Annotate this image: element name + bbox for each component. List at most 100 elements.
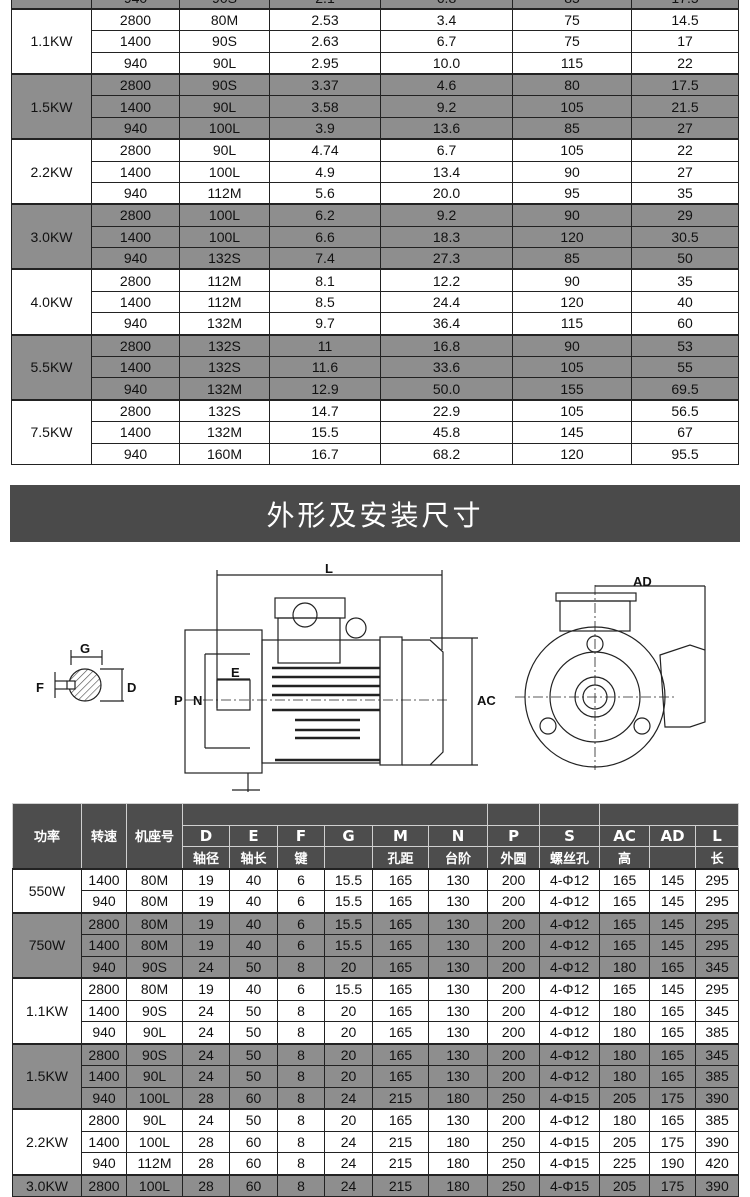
table-cell: 1400 (81, 1130, 127, 1153)
table-cell: 215 (372, 1173, 429, 1197)
table-cell: 6 (277, 890, 325, 913)
table-cell: 165 (372, 1042, 429, 1066)
label-E: E (231, 665, 240, 680)
table-cell: 69.5 (631, 377, 739, 401)
table-cell: 165 (599, 911, 651, 935)
header-dim-name: 台阶 (427, 846, 489, 869)
table-cell: 175 (649, 1173, 697, 1197)
table-cell: 130 (427, 977, 489, 1001)
table-cell: 19 (182, 890, 230, 913)
table-cell: 130 (427, 999, 489, 1022)
table-cell: 2.63 (269, 30, 381, 53)
table-cell: 19 (182, 977, 230, 1001)
power-cell: 0.75KW (11, 0, 92, 10)
table-cell: 80M (126, 911, 183, 935)
table-cell: 130 (427, 1108, 489, 1132)
table-cell: 2800 (81, 911, 127, 935)
table-cell: 17.5 (631, 72, 739, 97)
table-cell: 1400 (91, 290, 180, 314)
motor-side-view (184, 570, 478, 792)
table-cell: 22 (631, 138, 739, 162)
power-cell: 1.1KW (11, 7, 92, 75)
table-cell: 4-Φ12 (539, 1108, 601, 1132)
table-cell: 2800 (81, 1108, 127, 1132)
table-cell: 165 (599, 977, 651, 1001)
section-title: 外形及安装尺寸 (266, 498, 484, 532)
table-cell: 200 (487, 934, 541, 957)
table-cell: 165 (599, 890, 651, 913)
table-cell: 90S (126, 999, 183, 1022)
table-cell: 90 (512, 333, 632, 358)
table-cell: 120 (512, 442, 632, 465)
table-cell: 60 (631, 312, 739, 336)
table-cell: 100L (179, 225, 270, 249)
table-cell: 2800 (91, 7, 180, 32)
table-cell: 16.8 (380, 333, 513, 358)
table-cell: 60 (229, 1152, 278, 1175)
table-cell: 205 (599, 1130, 651, 1153)
power-cell: 4.0KW (11, 268, 92, 336)
header-dim-name: 轴径 (182, 846, 230, 869)
table-cell: 4-Φ12 (539, 1065, 601, 1088)
table-cell: 40 (229, 934, 278, 957)
table-cell: 13.6 (380, 116, 513, 140)
table-cell: 35 (631, 268, 739, 292)
table-cell: 132M (179, 421, 270, 444)
table-cell: 8 (277, 1021, 325, 1044)
table-cell: 24 (324, 1086, 373, 1110)
table-cell: 6.6 (269, 225, 381, 249)
table-cell: 4.6 (380, 72, 513, 97)
table-cell: 295 (695, 867, 740, 891)
table-cell: 15.5 (269, 421, 381, 444)
table-cell: 27 (631, 160, 739, 183)
header-dim-d: D (182, 824, 230, 847)
table-cell: 145 (512, 421, 632, 444)
power-cell: 550W (12, 867, 82, 913)
table-cell: 2800 (81, 1173, 127, 1197)
power-cell: 2.2KW (11, 138, 92, 205)
table-cell: 15.5 (324, 911, 373, 935)
label-G: G (80, 641, 90, 656)
table-cell: 180 (599, 1021, 651, 1044)
table-cell: 940 (91, 0, 180, 10)
table-cell: 105 (512, 398, 632, 423)
table-cell: 165 (649, 1021, 697, 1044)
table-cell: 115 (512, 312, 632, 336)
table-cell: 100L (179, 203, 270, 227)
table-cell: 22 (631, 51, 739, 75)
table-cell: 80M (126, 867, 183, 891)
table-cell: 6 (277, 911, 325, 935)
table-cell: 67 (631, 421, 739, 444)
table-cell: 145 (649, 911, 697, 935)
motor-dimension-drawing: L G F D E P N AC AD (36, 561, 706, 792)
table-cell: 3.9 (269, 116, 381, 140)
table-cell: 24 (324, 1130, 373, 1153)
table-cell: 145 (649, 934, 697, 957)
table-cell: 385 (695, 1021, 740, 1044)
table-cell: 9.7 (269, 312, 381, 336)
table-cell: 205 (599, 1086, 651, 1110)
table-cell: 2800 (91, 203, 180, 227)
table-cell: 19 (182, 867, 230, 891)
table-cell: 250 (487, 1086, 541, 1110)
table-cell: 4-Φ15 (539, 1173, 601, 1197)
table-cell: 940 (81, 1086, 127, 1110)
table-cell: 165 (649, 955, 697, 979)
table-cell: 6.8 (380, 0, 513, 10)
header-dim-s: S (539, 824, 601, 847)
table-cell: 15.5 (324, 867, 373, 891)
table-cell: 60 (229, 1130, 278, 1153)
power-cell: 1.5KW (12, 1042, 82, 1110)
table-cell: 165 (649, 1065, 697, 1088)
table-cell: 6.7 (380, 138, 513, 162)
table-cell: 940 (91, 116, 180, 140)
table-cell: 15.5 (324, 890, 373, 913)
table-cell: 80 (512, 72, 632, 97)
table-cell: 20 (324, 999, 373, 1022)
